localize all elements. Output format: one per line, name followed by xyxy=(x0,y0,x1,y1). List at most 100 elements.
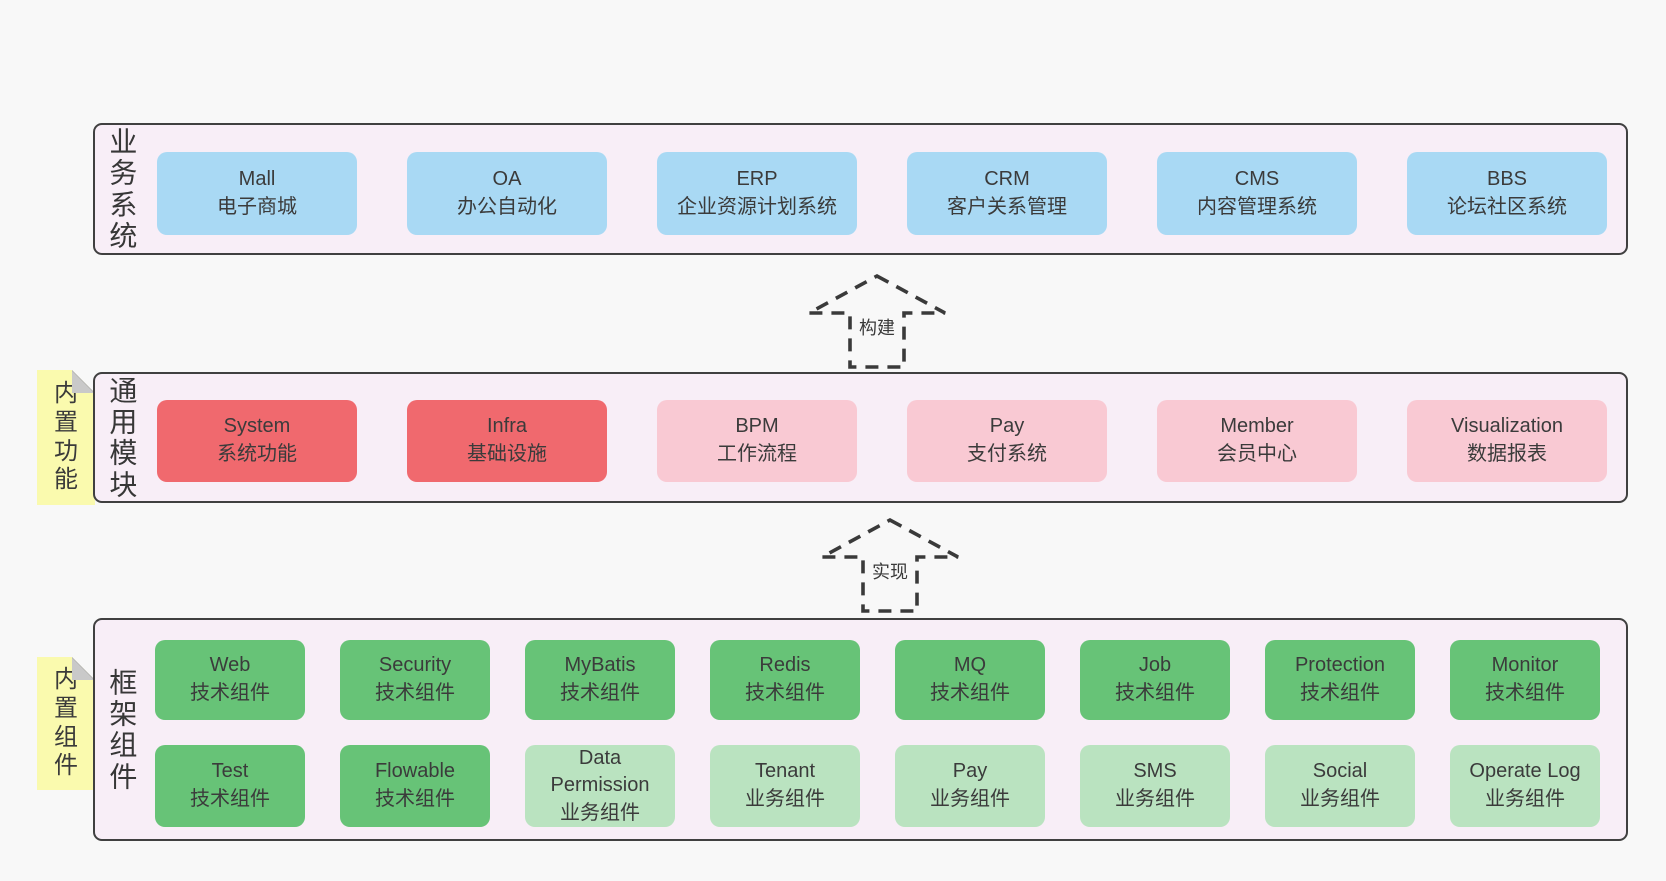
box-data-permission: Data Permission 业务组件 xyxy=(525,745,675,827)
box-visualization: Visualization 数据报表 xyxy=(1407,400,1607,482)
module-name-label: Pay xyxy=(989,415,1025,438)
module-name-label: MQ xyxy=(953,654,987,677)
module-desc-label: 技术组件 xyxy=(930,682,1010,704)
module-desc-label: 会员中心 xyxy=(1217,443,1297,465)
box-redis: Redis 技术组件 xyxy=(710,640,860,720)
panel-side-label: 业务系统 xyxy=(109,126,138,252)
module-name-label: Flowable xyxy=(374,760,456,783)
module-desc-label: 技术组件 xyxy=(745,682,825,704)
box-monitor: Monitor 技术组件 xyxy=(1450,640,1600,720)
module-name-label: Web xyxy=(209,654,251,677)
sticky-note-label: 内置组件 xyxy=(53,665,78,780)
box-bbs: BBS 论坛社区系统 xyxy=(1407,152,1607,235)
module-desc-label: 业务组件 xyxy=(1115,788,1195,810)
module-name-label: BPM xyxy=(735,415,779,438)
module-name-label: Operate Log xyxy=(1469,760,1581,783)
module-name-label: Mall xyxy=(238,167,276,190)
box-protection: Protection 技术组件 xyxy=(1265,640,1415,720)
module-desc-label: 技术组件 xyxy=(190,788,270,810)
box-job: Job 技术组件 xyxy=(1080,640,1230,720)
module-desc-label: 论坛社区系统 xyxy=(1447,195,1567,218)
module-name-label: System xyxy=(223,415,291,438)
module-desc-label: 企业资源计划系统 xyxy=(677,195,837,218)
arrow-label: 构建 xyxy=(855,313,899,341)
box-crm: CRM 客户关系管理 xyxy=(907,152,1107,235)
box-tenant: Tenant 业务组件 xyxy=(710,745,860,827)
arrow-label: 实现 xyxy=(868,557,912,585)
module-name-label: Security xyxy=(378,654,452,677)
module-desc-label: 技术组件 xyxy=(375,682,455,704)
module-desc-label: 工作流程 xyxy=(717,443,797,465)
module-desc-label: 技术组件 xyxy=(190,682,270,704)
module-name-label: SMS xyxy=(1133,760,1177,783)
module-name-label: Tenant xyxy=(754,760,816,783)
module-desc-label: 技术组件 xyxy=(560,682,640,704)
module-desc-label: 技术组件 xyxy=(375,788,455,810)
module-name-label: MyBatis xyxy=(564,654,636,677)
module-desc-label: 系统功能 xyxy=(217,443,297,465)
module-name-label: Job xyxy=(1138,654,1172,677)
box-web: Web 技术组件 xyxy=(155,640,305,720)
panel-side-label: 通用模块 xyxy=(109,374,138,500)
module-name-label: CRM xyxy=(984,167,1030,190)
sticky-note-builtin-functions: 内置功能 xyxy=(37,370,95,505)
module-desc-label: 内容管理系统 xyxy=(1197,195,1317,218)
module-name-label: Test xyxy=(211,760,249,783)
module-desc-label: 客户关系管理 xyxy=(947,195,1067,218)
module-name-label: Monitor xyxy=(1491,654,1559,677)
panel-framework-components: 框架组件 Web 技术组件 Security 技术组件 MyBatis 技术组件… xyxy=(93,618,1628,841)
box-test: Test 技术组件 xyxy=(155,745,305,827)
module-desc-label: 支付系统 xyxy=(967,443,1047,465)
folded-corner-icon xyxy=(72,657,95,680)
box-erp: ERP 企业资源计划系统 xyxy=(657,152,857,235)
box-pay: Pay 支付系统 xyxy=(907,400,1107,482)
module-desc-label: 技术组件 xyxy=(1115,682,1195,704)
box-social: Social 业务组件 xyxy=(1265,745,1415,827)
sticky-note-label: 内置功能 xyxy=(53,379,78,494)
module-desc-label: 电子商城 xyxy=(217,195,297,218)
module-desc-label: 办公自动化 xyxy=(457,195,557,218)
box-member: Member 会员中心 xyxy=(1157,400,1357,482)
module-desc-label: 业务组件 xyxy=(745,788,825,810)
module-name-label: OA xyxy=(492,167,522,190)
box-mq: MQ 技术组件 xyxy=(895,640,1045,720)
folded-corner-icon xyxy=(72,370,95,393)
panel-business-systems: 业务系统 Mall 电子商城 OA 办公自动化 ERP 企业资源计划系统 CRM… xyxy=(93,123,1628,255)
module-name-label: Infra xyxy=(486,415,528,438)
sticky-note-builtin-components: 内置组件 xyxy=(37,657,95,790)
box-mybatis: MyBatis 技术组件 xyxy=(525,640,675,720)
module-desc-label: 业务组件 xyxy=(560,801,640,824)
dashed-up-arrow-build: 构建 xyxy=(806,273,948,370)
box-cms: CMS 内容管理系统 xyxy=(1157,152,1357,235)
module-name-label: Data Permission xyxy=(550,746,650,797)
box-bpm: BPM 工作流程 xyxy=(657,400,857,482)
panel-common-modules: 通用模块 System 系统功能 Infra 基础设施 BPM 工作流程 Pay… xyxy=(93,372,1628,503)
module-name-label: Pay xyxy=(952,760,988,783)
dashed-up-arrow-implement: 实现 xyxy=(819,517,961,614)
module-name-label: ERP xyxy=(736,167,778,190)
module-desc-label: 业务组件 xyxy=(930,788,1010,810)
panel-side-label: 框架组件 xyxy=(109,666,138,792)
box-security: Security 技术组件 xyxy=(340,640,490,720)
module-name-label: BBS xyxy=(1486,167,1528,190)
box-system: System 系统功能 xyxy=(157,400,357,482)
box-oa: OA 办公自动化 xyxy=(407,152,607,235)
box-pay: Pay 业务组件 xyxy=(895,745,1045,827)
module-name-label: Redis xyxy=(759,654,811,677)
module-name-label: Member xyxy=(1220,415,1294,438)
box-mall: Mall 电子商城 xyxy=(157,152,357,235)
box-flowable: Flowable 技术组件 xyxy=(340,745,490,827)
module-desc-label: 数据报表 xyxy=(1467,443,1547,465)
module-desc-label: 业务组件 xyxy=(1300,788,1380,810)
module-desc-label: 技术组件 xyxy=(1485,682,1565,704)
module-name-label: Protection xyxy=(1294,654,1386,677)
module-name-label: Visualization xyxy=(1451,415,1563,438)
module-name-label: CMS xyxy=(1234,167,1280,190)
module-name-label: Social xyxy=(1312,760,1368,783)
box-infra: Infra 基础设施 xyxy=(407,400,607,482)
box-sms: SMS 业务组件 xyxy=(1080,745,1230,827)
module-desc-label: 基础设施 xyxy=(467,443,547,465)
module-desc-label: 技术组件 xyxy=(1300,682,1380,704)
module-desc-label: 业务组件 xyxy=(1485,788,1565,810)
